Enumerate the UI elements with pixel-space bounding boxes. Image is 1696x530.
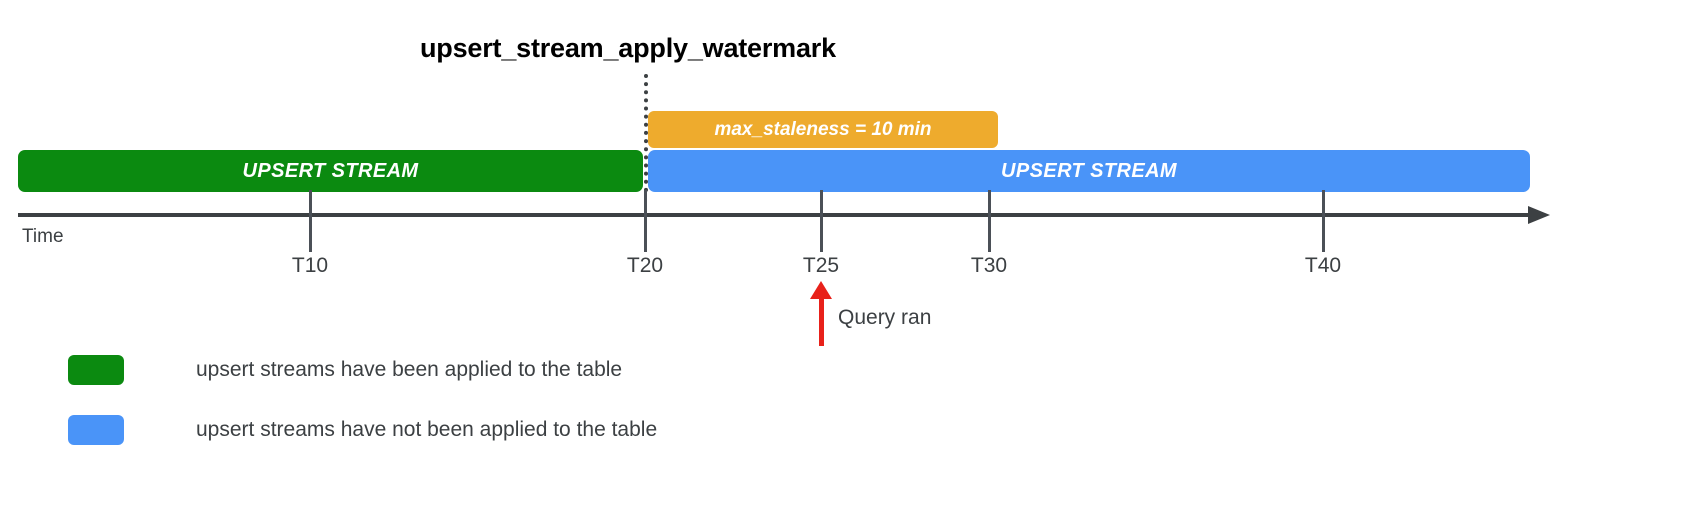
- axis-tick-label-t25: T25: [802, 254, 840, 277]
- legend-swatch-applied: [68, 355, 124, 385]
- query-ran-arrow-icon: [810, 281, 832, 299]
- axis-tick-t40: [1322, 190, 1325, 252]
- query-ran-arrow-shaft: [819, 296, 824, 346]
- upsert-stream-applied-bar: UPSERT STREAM: [18, 150, 643, 192]
- legend-item-pending: upsert streams have not been applied to …: [68, 415, 657, 445]
- time-axis-arrow-icon: [1528, 206, 1550, 224]
- axis-tick-t30: [988, 190, 991, 252]
- legend-item-applied: upsert streams have been applied to the …: [68, 355, 622, 385]
- time-axis-line: [18, 213, 1544, 217]
- legend-label-pending: upsert streams have not been applied to …: [196, 418, 658, 441]
- axis-tick-t20: [644, 190, 647, 252]
- axis-tick-label-t20: T20: [626, 254, 664, 277]
- page-title: upsert_stream_apply_watermark: [420, 33, 836, 63]
- axis-tick-t25: [820, 190, 823, 252]
- max-staleness-badge: max_staleness = 10 min: [648, 111, 998, 148]
- query-ran-label: Query ran: [838, 306, 932, 329]
- upsert-stream-pending-bar: UPSERT STREAM: [648, 150, 1530, 192]
- axis-tick-t10: [309, 190, 312, 252]
- watermark-dotted-line: [644, 74, 648, 192]
- upsert-stream-pending-label: UPSERT STREAM: [1001, 159, 1177, 182]
- axis-tick-label-t40: T40: [1304, 254, 1342, 277]
- axis-tick-label-t30: T30: [970, 254, 1008, 277]
- max-staleness-label: max_staleness = 10 min: [714, 118, 932, 140]
- upsert-stream-applied-label: UPSERT STREAM: [242, 159, 419, 182]
- axis-tick-label-t10: T10: [291, 254, 329, 277]
- legend-swatch-pending: [68, 415, 124, 445]
- legend-label-applied: upsert streams have been applied to the …: [196, 358, 623, 381]
- time-axis-label: Time: [22, 226, 64, 247]
